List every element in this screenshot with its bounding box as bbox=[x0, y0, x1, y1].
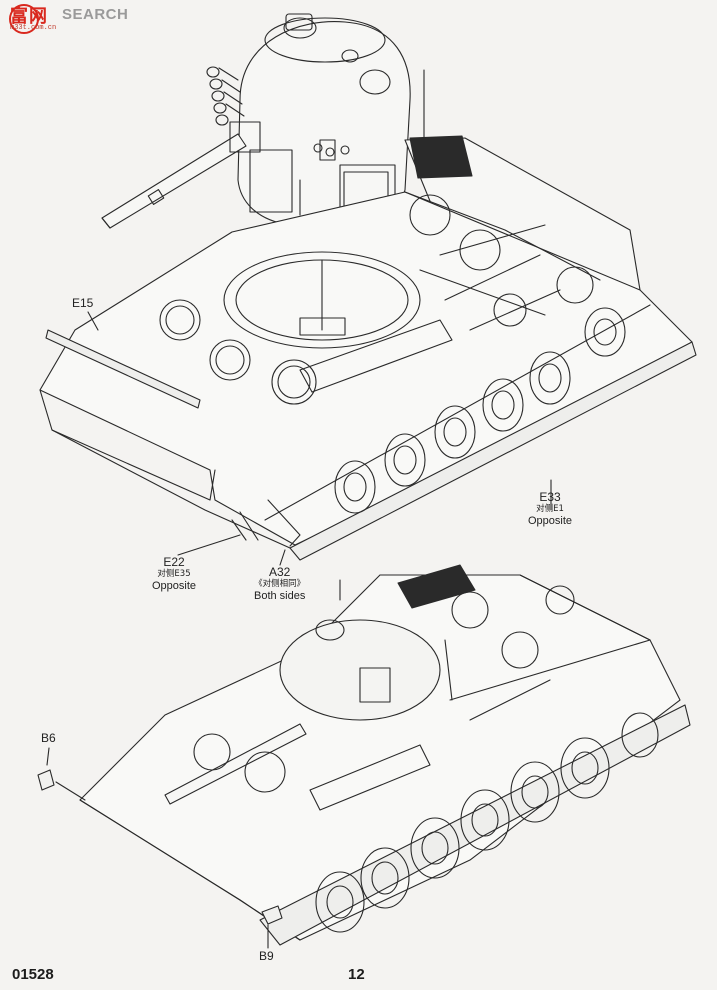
callout-a32-en: Both sides bbox=[254, 590, 306, 602]
callout-e33-cn: 对侧E1 bbox=[536, 504, 564, 514]
callout-b9-part: B9 bbox=[259, 949, 274, 963]
callout-a32-cn: 《对侧相同》 bbox=[254, 579, 306, 589]
watermark-brand-en: SEARCH bbox=[62, 6, 129, 23]
kit-number: 01528 bbox=[12, 966, 54, 983]
callout-e22-en: Opposite bbox=[152, 580, 197, 592]
callout-b6: B6 bbox=[41, 732, 56, 744]
callout-e15-part: E15 bbox=[72, 296, 94, 310]
part-b9 bbox=[261, 905, 283, 925]
main-gun bbox=[101, 121, 261, 229]
callout-e22-part: E22 bbox=[163, 555, 185, 569]
road-wheels-top bbox=[334, 307, 626, 514]
leader-e15 bbox=[87, 311, 99, 331]
watermark-url: m33t.com.cn bbox=[10, 24, 57, 32]
watermark-brand-cn: 富网 bbox=[10, 6, 48, 27]
part-e15-fender bbox=[45, 329, 201, 409]
radiator-grille bbox=[409, 135, 473, 179]
smoke-launchers bbox=[206, 66, 245, 126]
road-wheels-bottom bbox=[315, 712, 659, 933]
callout-e33-en: Opposite bbox=[528, 515, 573, 527]
watermark-logo: 富网 SEARCH m33t.com.cn bbox=[4, 2, 154, 36]
callout-a32: A32 《对侧相同》 Both sides bbox=[254, 566, 305, 602]
hull-top-drawing bbox=[39, 135, 697, 566]
callout-b9: B9 bbox=[259, 950, 274, 962]
callout-e15: E15 bbox=[72, 297, 93, 309]
radiator-grille-assembled bbox=[397, 564, 476, 609]
callout-e33: E33 对侧E1 Opposite bbox=[528, 491, 572, 527]
leader-a32 bbox=[279, 549, 286, 566]
leader-b6-target bbox=[55, 781, 86, 801]
callout-e22-cn: 对侧E35 bbox=[157, 569, 191, 579]
leader-e22 bbox=[177, 534, 241, 556]
logo-emblem-icon bbox=[9, 4, 39, 34]
vehicle-bottom-drawing bbox=[37, 564, 691, 949]
callout-e33-part: E33 bbox=[539, 490, 561, 504]
page-number: 12 bbox=[348, 966, 365, 983]
part-b6 bbox=[37, 769, 55, 791]
callout-b6-part: B6 bbox=[41, 731, 56, 745]
callout-a32-part: A32 bbox=[269, 565, 291, 579]
callout-e22: E22 对侧E35 Opposite bbox=[152, 556, 196, 592]
turret-drawing bbox=[101, 13, 425, 331]
leader-b6 bbox=[46, 747, 50, 766]
